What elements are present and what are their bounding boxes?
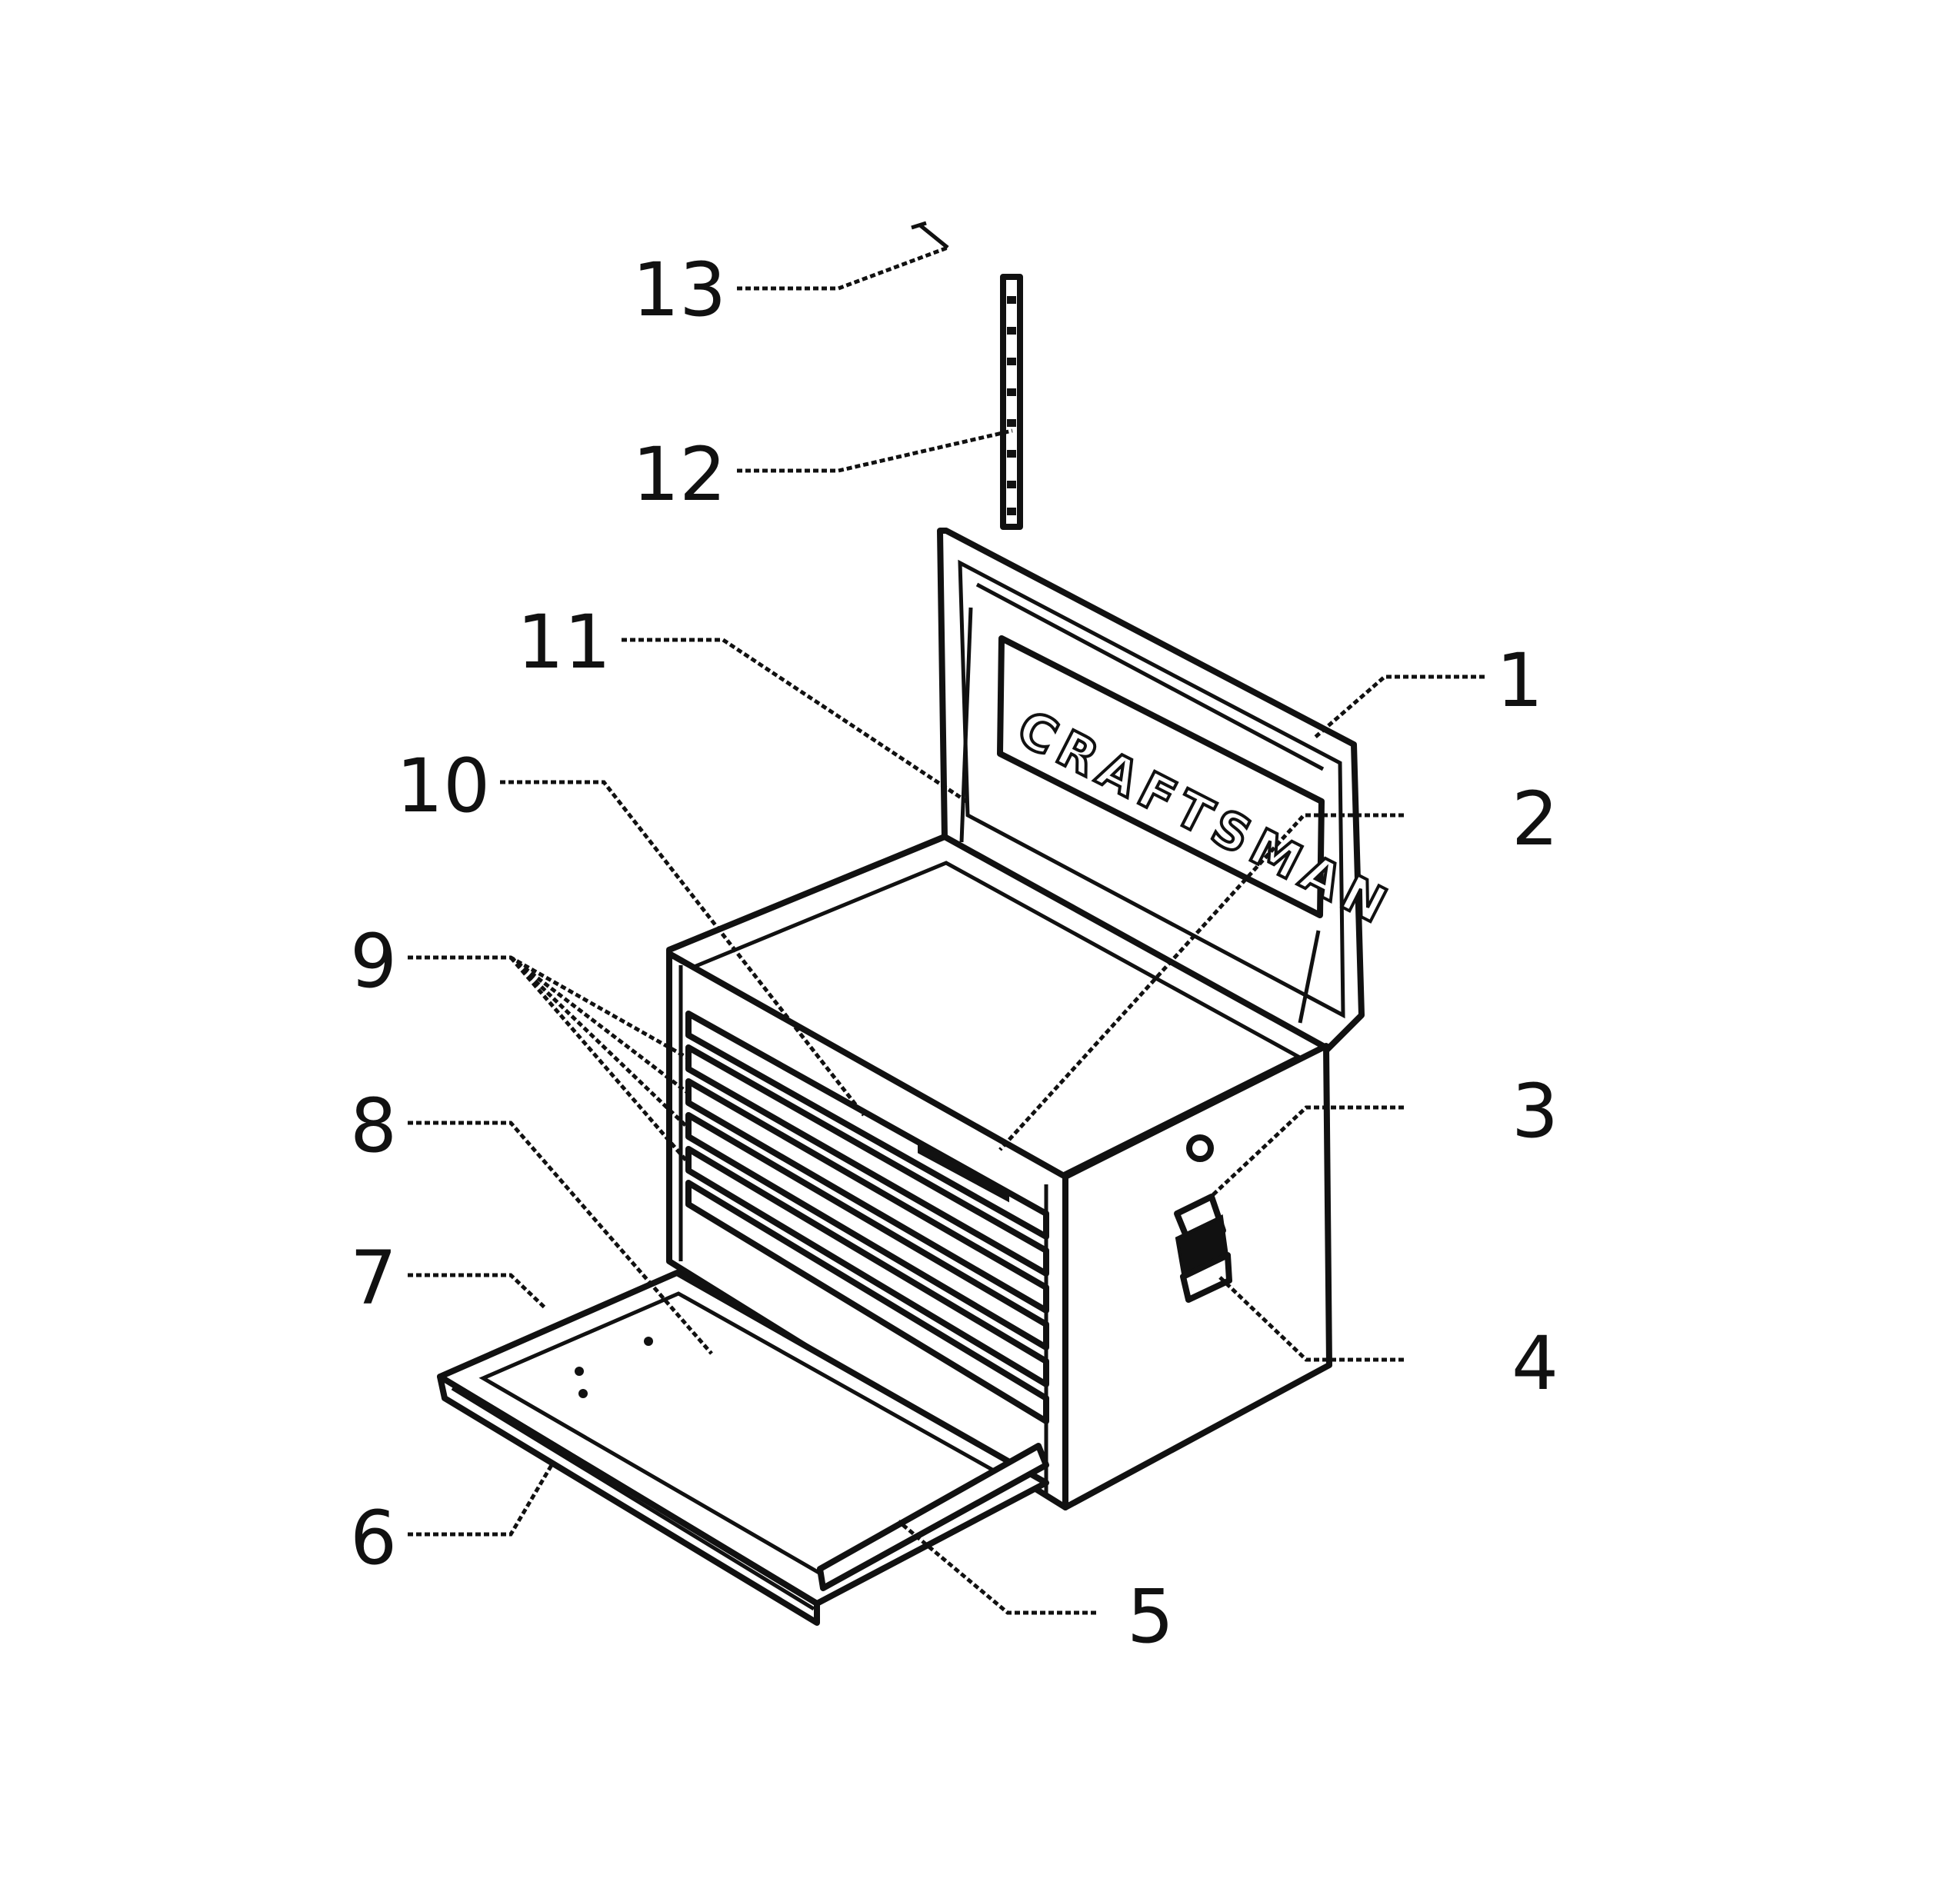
lid: CRAFTSMAN (937, 528, 1403, 1057)
callout-6: 6 (350, 1495, 397, 1581)
callout-1: 1 (1496, 638, 1543, 724)
open-drawer (437, 1270, 1049, 1626)
callout-8: 8 (350, 1083, 397, 1169)
hinge-strip-part (1000, 274, 1023, 530)
callout-4: 4 (1512, 1320, 1558, 1407)
callout-12: 12 (632, 431, 726, 518)
pin-part (911, 221, 949, 249)
callout-13: 13 (632, 247, 726, 333)
callout-3: 3 (1512, 1068, 1558, 1154)
callout-2: 2 (1512, 776, 1558, 862)
side-handle (1174, 1194, 1232, 1303)
callout-10: 10 (396, 743, 490, 829)
leader-lines (408, 245, 1485, 1615)
callout-5: 5 (1127, 1574, 1174, 1660)
chest-body (666, 951, 1332, 1510)
drawer-fronts (685, 1011, 1049, 1424)
callout-9: 9 (350, 918, 397, 1004)
callout-7: 7 (350, 1235, 397, 1321)
callout-labels: 13 12 11 10 9 8 7 6 5 4 3 2 1 (350, 247, 1558, 1660)
callout-11: 11 (517, 599, 611, 685)
